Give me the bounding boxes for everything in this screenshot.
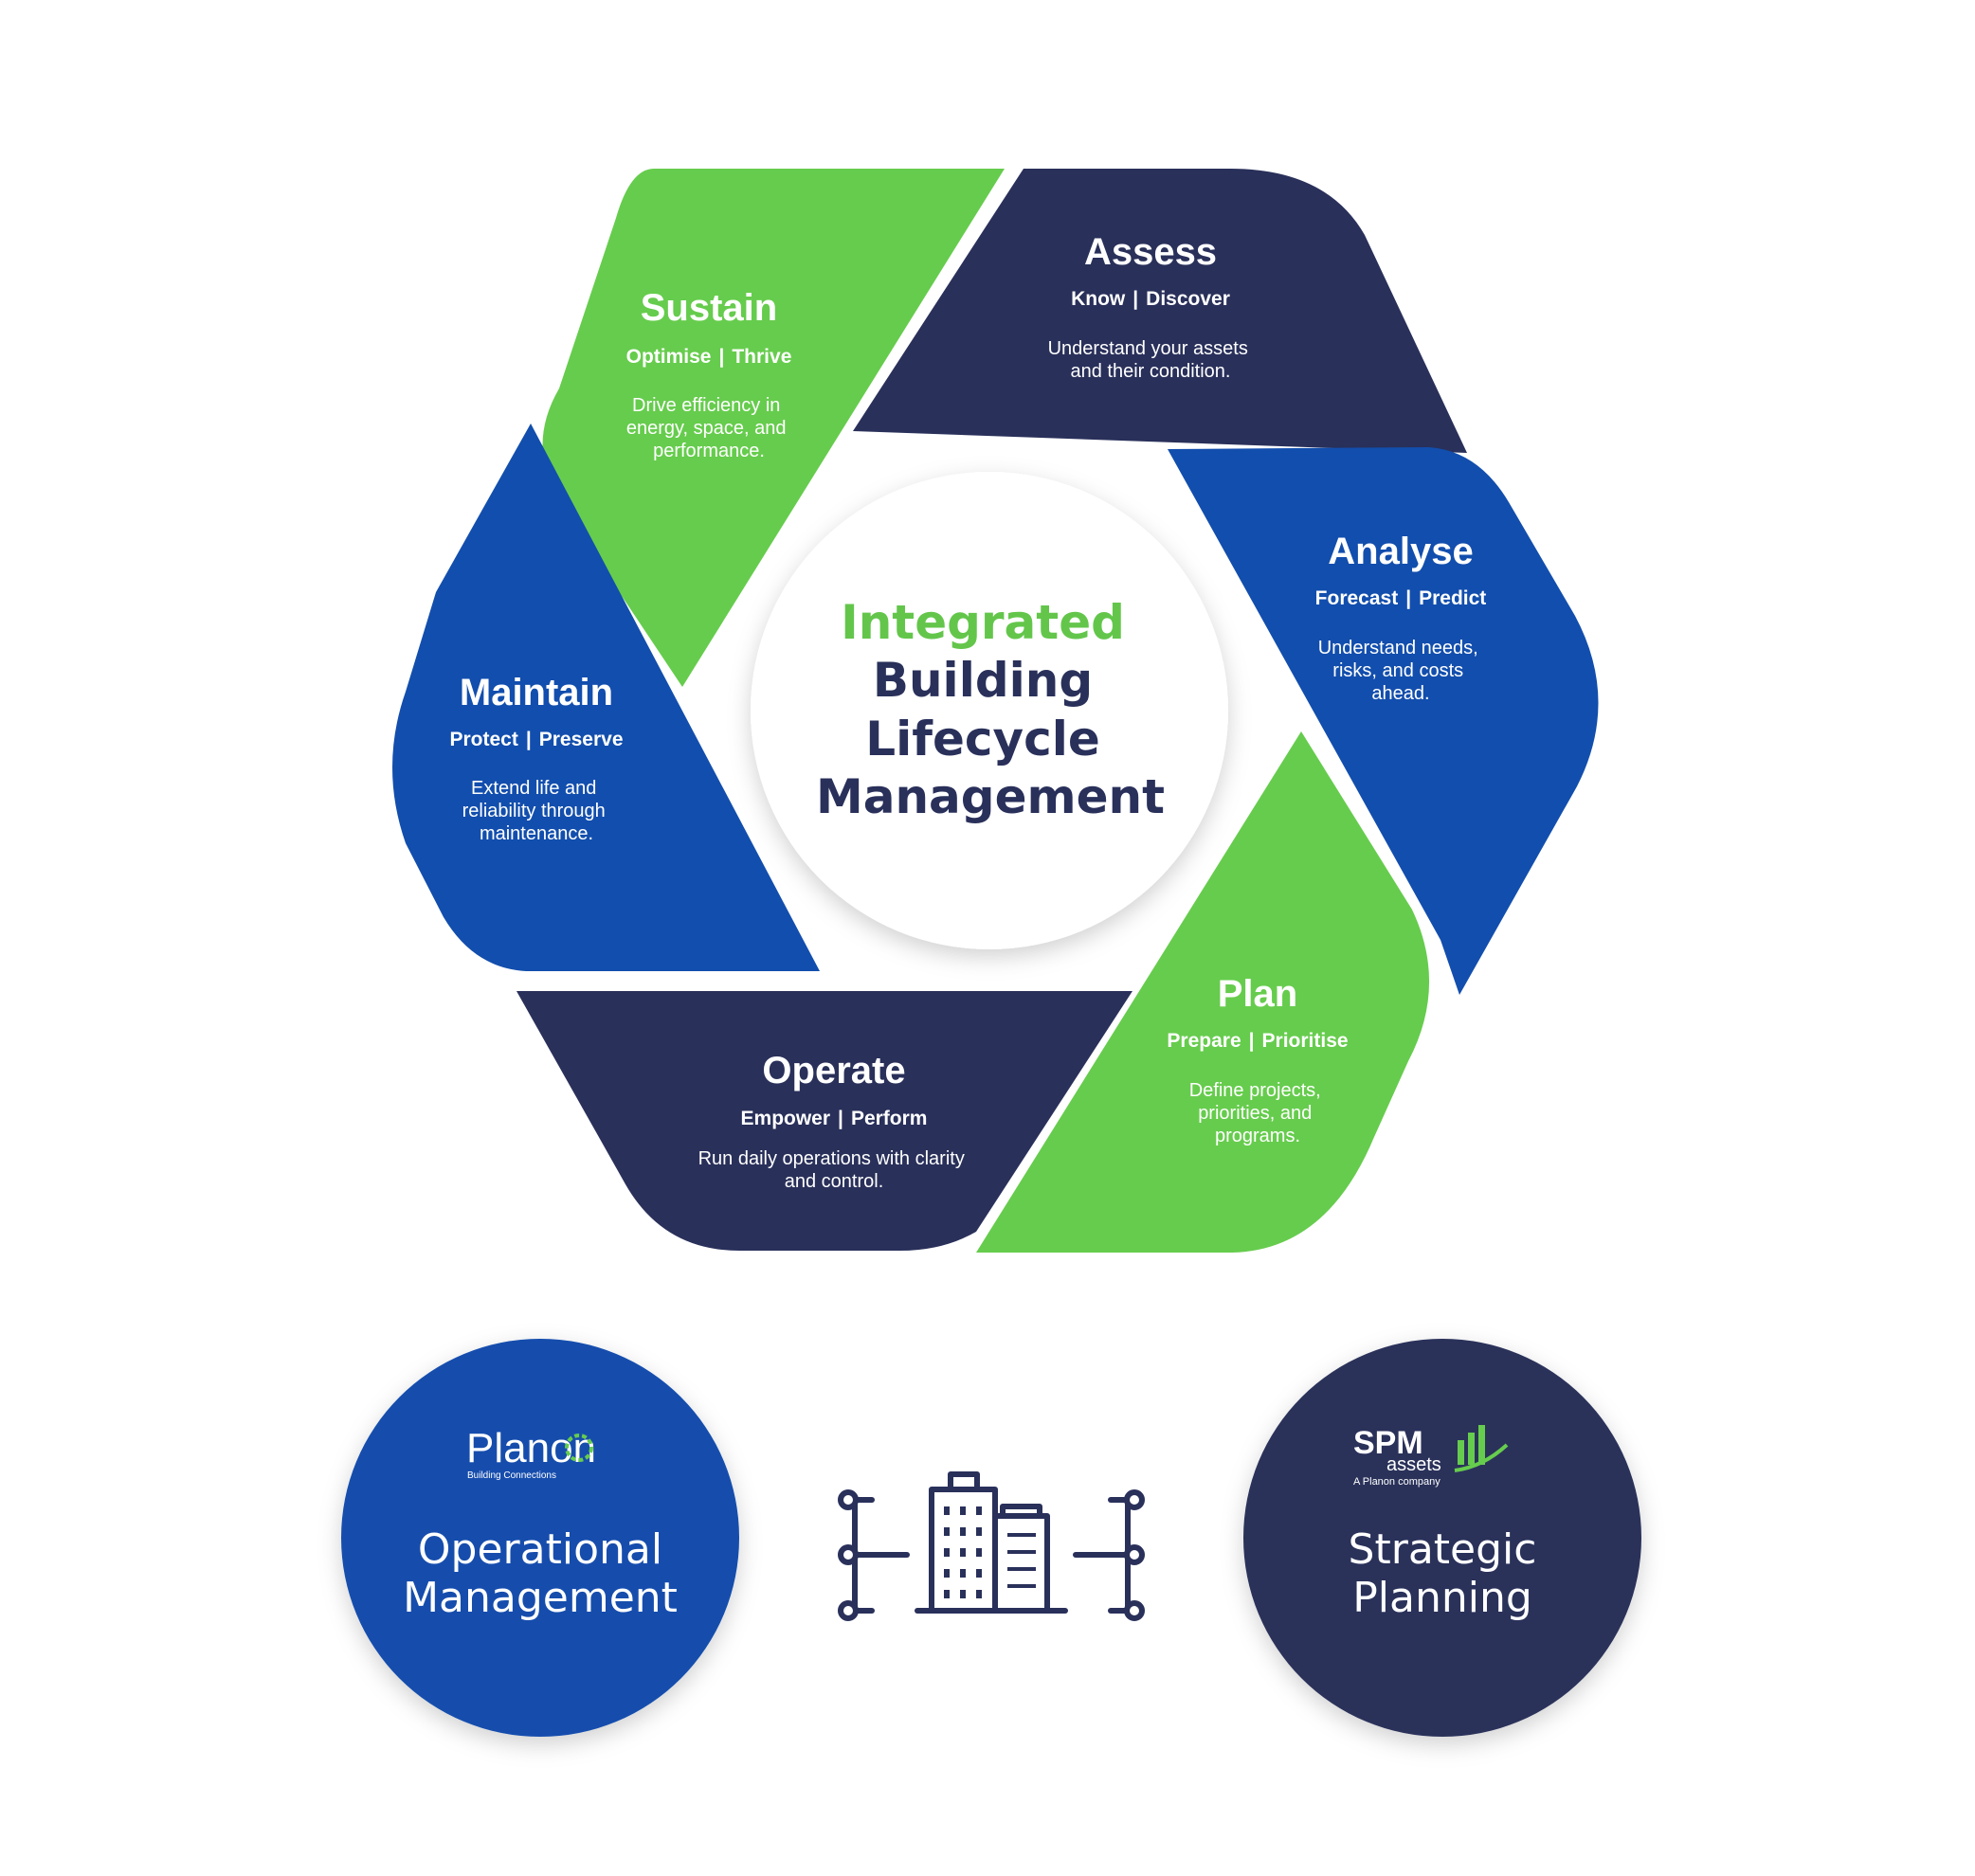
- center-circle: [751, 472, 1228, 949]
- sustain-description: Drive efficiency in energy, space, and p…: [626, 395, 791, 461]
- analyse-title: Analyse: [1328, 531, 1473, 572]
- center-title-lifecycle: Lifecycle: [865, 712, 1100, 767]
- operational-label-line1: Operational: [418, 1525, 662, 1574]
- segment-sustain-shape: [542, 169, 1005, 687]
- operate-description: Run daily operations with clarity and co…: [698, 1148, 970, 1192]
- svg-text:A Planon company: A Planon company: [1353, 1476, 1440, 1488]
- analyse-subtitle: Forecast|Predict: [1315, 587, 1487, 609]
- sustain-title: Sustain: [641, 287, 777, 329]
- segment-maintain-shape: [392, 424, 820, 971]
- plan-title: Plan: [1218, 973, 1297, 1015]
- operate-subtitle: Empower|Perform: [741, 1108, 928, 1129]
- building-network-icon: [838, 1471, 1145, 1621]
- segment-plan[interactable]: [976, 731, 1430, 1253]
- center-title-integrated: Integrated: [841, 595, 1125, 650]
- svg-text:Building Connections: Building Connections: [467, 1470, 556, 1481]
- segment-analyse-shape: [1168, 447, 1599, 995]
- svg-text:assets: assets: [1386, 1454, 1441, 1475]
- planon-ring-icon: [565, 1434, 593, 1462]
- center-title-building: Building: [873, 653, 1093, 708]
- building-windows: [944, 1506, 1036, 1598]
- bar-graph-icon: [1454, 1425, 1509, 1472]
- assess-subtitle: Know|Discover: [1071, 288, 1230, 310]
- operational-management-circle: Planon Building Connections Operational …: [341, 1339, 739, 1737]
- segment-plan-shape: [976, 731, 1430, 1253]
- segment-operate-shape: [516, 991, 1132, 1251]
- assess-title: Assess: [1084, 231, 1217, 273]
- plan-description: Define projects, priorities, and program…: [1189, 1080, 1327, 1146]
- segment-operate[interactable]: [516, 991, 1132, 1251]
- segment-analyse[interactable]: [1168, 447, 1599, 995]
- sustain-subtitle: Optimise|Thrive: [626, 346, 792, 368]
- segment-assess-shape: [853, 169, 1467, 453]
- strategic-label-line2: Planning: [1352, 1574, 1532, 1622]
- maintain-title: Maintain: [460, 672, 613, 713]
- spm-assets-logo: SPM assets A Planon company: [1353, 1425, 1509, 1488]
- segment-sustain[interactable]: [542, 169, 1006, 687]
- segment-maintain[interactable]: [392, 424, 820, 971]
- assess-description: Understand your assets and their conditi…: [1048, 338, 1254, 382]
- operate-title: Operate: [762, 1050, 905, 1091]
- plan-subtitle: Prepare|Prioritise: [1167, 1030, 1348, 1052]
- svg-text:Planon: Planon: [466, 1425, 596, 1471]
- planon-logo: Planon Building Connections: [466, 1425, 596, 1481]
- svg-text:SPM: SPM: [1353, 1425, 1423, 1461]
- analyse-description: Understand needs, risks, and costs ahead…: [1318, 638, 1484, 704]
- operational-label-line2: Management: [403, 1574, 678, 1622]
- maintain-subtitle: Protect|Preserve: [450, 729, 624, 750]
- maintain-description: Extend life and reliability through main…: [462, 778, 611, 844]
- strategic-label-line1: Strategic: [1349, 1525, 1537, 1574]
- strategic-planning-circle: SPM assets A Planon company Strategic Pl…: [1243, 1339, 1641, 1737]
- center-title-management: Management: [816, 769, 1165, 824]
- segment-assess[interactable]: [853, 169, 1467, 453]
